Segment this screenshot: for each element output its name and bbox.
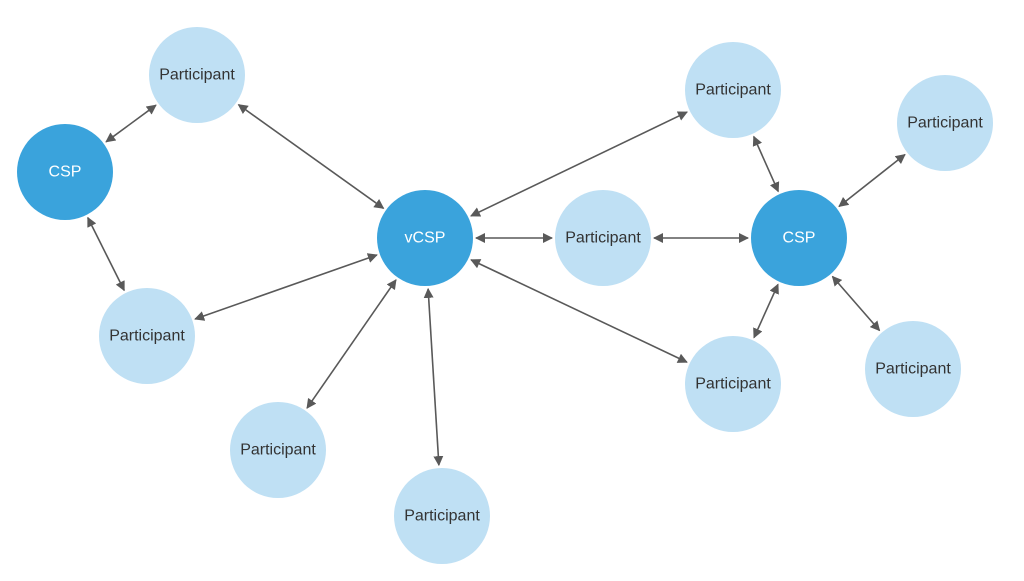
node-label-p-top-left: Participant xyxy=(159,67,235,84)
node-label-p-far-top-right: Participant xyxy=(907,115,983,132)
node-vcsp: vCSP xyxy=(377,190,473,286)
node-circle-p-far-bottom-right xyxy=(865,321,961,417)
node-label-p-mid-left: Participant xyxy=(109,328,185,345)
edge-p-top-left-csp-left xyxy=(105,104,157,143)
node-circle-p-top-right xyxy=(685,42,781,138)
node-label-p-bottom-left: Participant xyxy=(240,442,316,459)
edge-p-top-right-csp-right xyxy=(752,135,780,193)
node-label-p-bottom-center: Participant xyxy=(404,508,480,525)
node-csp-left: CSP xyxy=(17,124,113,220)
node-p-mid-left: Participant xyxy=(99,288,195,384)
edge-p-bottom-center-vcsp xyxy=(423,287,444,467)
node-csp-right: CSP xyxy=(751,190,847,286)
node-circle-p-bottom-right xyxy=(685,336,781,432)
node-circle-p-bottom-left xyxy=(230,402,326,498)
node-p-bottom-right: Participant xyxy=(685,336,781,432)
edge-p-far-bottom-right-csp-right xyxy=(831,275,881,332)
node-p-far-top-right: Participant xyxy=(897,75,993,171)
edges-layer xyxy=(87,104,906,467)
node-p-far-bottom-right: Participant xyxy=(865,321,961,417)
node-circle-p-mid-left xyxy=(99,288,195,384)
node-circle-p-far-top-right xyxy=(897,75,993,171)
node-circle-csp-left xyxy=(17,124,113,220)
node-label-vcsp: vCSP xyxy=(405,230,446,247)
edge-csp-left-p-mid-left xyxy=(87,216,125,292)
node-circle-p-center xyxy=(555,190,651,286)
node-circle-vcsp xyxy=(377,190,473,286)
node-p-bottom-left: Participant xyxy=(230,402,326,498)
node-label-p-top-right: Participant xyxy=(695,82,771,99)
edge-p-bottom-right-csp-right xyxy=(753,283,779,339)
node-label-p-bottom-right: Participant xyxy=(695,376,771,393)
node-circle-csp-right xyxy=(751,190,847,286)
edge-p-bottom-right-vcsp xyxy=(470,259,688,363)
node-p-center: Participant xyxy=(555,190,651,286)
edge-p-mid-left-vcsp xyxy=(194,253,378,321)
node-label-p-center: Participant xyxy=(565,230,641,247)
edge-p-far-top-right-csp-right xyxy=(838,153,906,208)
edge-p-top-right-vcsp xyxy=(470,111,688,217)
node-label-p-far-bottom-right: Participant xyxy=(875,361,951,378)
node-circle-p-top-left xyxy=(149,27,245,123)
nodes-layer: vCSPCSPCSPParticipantParticipantParticip… xyxy=(17,27,993,564)
node-p-top-left: Participant xyxy=(149,27,245,123)
node-label-csp-left: CSP xyxy=(49,164,82,181)
edge-p-bottom-left-vcsp xyxy=(306,279,397,409)
node-p-top-right: Participant xyxy=(685,42,781,138)
node-circle-p-bottom-center xyxy=(394,468,490,564)
edge-p-top-left-vcsp xyxy=(237,104,385,209)
node-label-csp-right: CSP xyxy=(783,230,816,247)
node-p-bottom-center: Participant xyxy=(394,468,490,564)
